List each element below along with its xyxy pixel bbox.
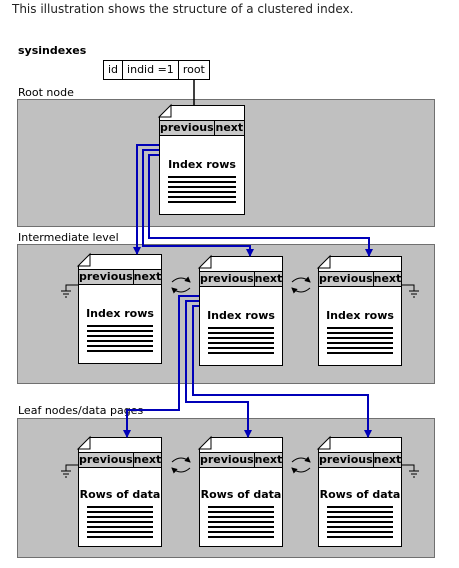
null-pointer-grounds xyxy=(61,284,419,478)
page-header: previous next xyxy=(200,452,282,468)
sibling-link-leaf-2-1 xyxy=(171,467,191,474)
sysindexes-cell-id: id xyxy=(104,61,124,79)
sibling-link-leaf-1-2 xyxy=(171,456,191,463)
pointer-root-to-int-2 xyxy=(142,149,254,257)
sibling-link-int-2-1 xyxy=(171,287,191,294)
next-pointer-label: next xyxy=(254,453,283,466)
previous-pointer-label: previous xyxy=(200,272,255,286)
intermediate-to-leaf-pointers xyxy=(123,295,372,438)
intermediate-page-1: previous next Index rows xyxy=(78,254,162,364)
page-title: Index rows xyxy=(326,309,394,322)
page-title: Rows of data xyxy=(79,488,161,501)
ground-int-right xyxy=(402,284,419,298)
ground-leaf-right xyxy=(402,464,419,478)
next-pointer-label: next xyxy=(373,453,402,466)
page-header: previous next xyxy=(200,271,282,287)
row-lines xyxy=(168,176,236,206)
intermediate-page-3: previous next Index rows xyxy=(318,256,402,366)
page-header: previous next xyxy=(79,269,161,285)
pointer-int-to-leaf-2 xyxy=(185,300,252,438)
ground-int-left xyxy=(61,284,78,298)
leaf-page-3: previous next Rows of data xyxy=(318,437,402,547)
row-lines xyxy=(87,506,153,541)
level-label-root: Root node xyxy=(18,86,74,99)
row-lines xyxy=(327,506,393,541)
sibling-link-int-1-2 xyxy=(171,276,191,283)
page-header: previous next xyxy=(319,452,401,468)
next-pointer-label: next xyxy=(215,121,244,134)
previous-pointer-label: previous xyxy=(319,272,374,286)
previous-pointer-label: previous xyxy=(319,453,374,467)
fold-leaf-2 xyxy=(197,435,212,450)
leaf-page-2: previous next Rows of data xyxy=(199,437,283,547)
sysindexes-cell-indid: indid =1 xyxy=(123,61,179,79)
previous-pointer-label: previous xyxy=(200,453,255,467)
page-title: Index rows xyxy=(207,309,275,322)
page-title: Rows of data xyxy=(200,488,282,501)
row-lines xyxy=(208,506,274,541)
sibling-links xyxy=(171,276,311,474)
page-header: previous next xyxy=(160,120,244,136)
root-to-intermediate-pointers xyxy=(133,144,373,257)
fold-root xyxy=(157,103,172,118)
leaf-page-1: previous next Rows of data xyxy=(78,437,162,547)
previous-pointer-label: previous xyxy=(160,121,215,135)
next-pointer-label: next xyxy=(254,272,283,285)
next-pointer-label: next xyxy=(373,272,402,285)
next-pointer-label: next xyxy=(133,453,162,466)
next-pointer-label: next xyxy=(133,270,162,283)
level-label-leaf: Leaf nodes/data pages xyxy=(18,404,144,417)
pointer-int-to-leaf-3 xyxy=(192,305,372,438)
pointer-root-to-int-3 xyxy=(148,154,373,257)
page-title: Rows of data xyxy=(319,488,401,501)
ground-leaf-left xyxy=(61,464,78,478)
row-lines xyxy=(87,325,153,355)
page-title: Index rows xyxy=(86,307,154,320)
page-title: Index rows xyxy=(168,158,236,171)
fold-int-3 xyxy=(316,254,331,269)
page-header: previous next xyxy=(319,271,401,287)
fold-int-1 xyxy=(76,252,91,267)
page-folds xyxy=(76,103,331,450)
diagram-caption: This illustration shows the structure of… xyxy=(12,2,354,16)
pointer-root-to-int-1 xyxy=(133,144,159,255)
fold-leaf-1 xyxy=(76,435,91,450)
sibling-link-leaf-3-2 xyxy=(291,467,311,474)
sysindexes-cell-root: root xyxy=(182,63,205,76)
sysindexes-record: id indid =1 root xyxy=(103,60,210,80)
intermediate-page-2: previous next Index rows xyxy=(199,256,283,366)
sibling-link-int-3-2 xyxy=(291,287,311,294)
row-lines xyxy=(208,327,274,357)
fold-leaf-3 xyxy=(316,435,331,450)
row-lines xyxy=(327,327,393,357)
sibling-link-int-2-3 xyxy=(291,276,311,283)
previous-pointer-label: previous xyxy=(79,453,134,467)
pointer-int-to-leaf-1 xyxy=(123,295,199,438)
fold-int-2 xyxy=(197,254,212,269)
root-page: previous next Index rows xyxy=(159,105,245,215)
previous-pointer-label: previous xyxy=(79,270,134,284)
level-label-intermediate: Intermediate level xyxy=(18,231,119,244)
sibling-link-leaf-2-3 xyxy=(291,456,311,463)
sysindexes-title: sysindexes xyxy=(18,44,87,57)
page-header: previous next xyxy=(79,452,161,468)
